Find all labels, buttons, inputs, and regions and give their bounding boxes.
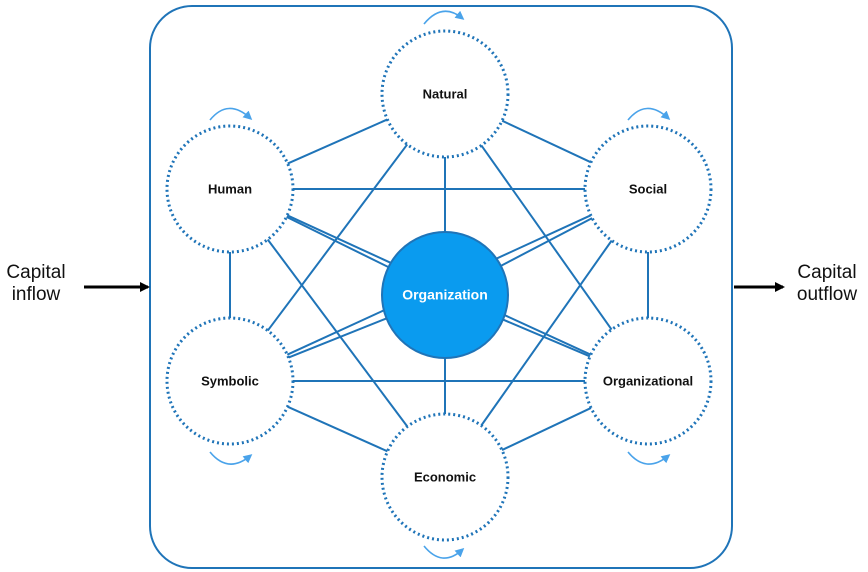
edge-symbolic-center bbox=[288, 317, 387, 359]
cycle-arrow-natural bbox=[423, 10, 465, 25]
node-label-social: Social bbox=[629, 181, 667, 196]
inflow-line2: inflow bbox=[11, 284, 61, 305]
node-label-natural: Natural bbox=[423, 86, 468, 101]
node-symbolic: Symbolic bbox=[165, 316, 295, 446]
cycle-arrow-symbolic bbox=[209, 451, 253, 465]
edge-organizational-economic bbox=[501, 407, 592, 451]
cycle-arrow-human bbox=[209, 107, 253, 121]
node-label-economic: Economic bbox=[414, 469, 476, 484]
inflow-line1: Capital bbox=[6, 262, 66, 283]
node-label-organizational: Organizational bbox=[603, 373, 693, 388]
node-label-symbolic: Symbolic bbox=[201, 373, 259, 388]
node-natural: Natural bbox=[380, 29, 510, 159]
edge-natural-human bbox=[287, 118, 388, 165]
edge-social-center bbox=[500, 217, 593, 267]
outflow-line2: outflow bbox=[796, 284, 858, 305]
center-label: Organization bbox=[402, 287, 488, 303]
cycle-arrow-organizational bbox=[627, 451, 671, 465]
edge-social-economic bbox=[480, 239, 613, 427]
node-organizational: Organizational bbox=[583, 316, 713, 446]
cycle-arrow-economic bbox=[423, 545, 465, 559]
node-human: Human bbox=[165, 124, 295, 254]
node-organization-center: Organization bbox=[381, 231, 509, 359]
outflow-line1: Capital bbox=[797, 262, 857, 283]
edge-symbolic-economic bbox=[287, 405, 388, 453]
edge-organizational-center bbox=[502, 318, 591, 358]
edge-natural-social bbox=[501, 119, 592, 164]
node-label-human: Human bbox=[208, 181, 252, 196]
edge-human-center bbox=[286, 215, 389, 269]
cycle-arrow-social bbox=[627, 107, 671, 121]
capital-outflow-label: Capital outflow bbox=[790, 262, 864, 306]
node-economic: Economic bbox=[380, 412, 510, 542]
node-social: Social bbox=[583, 124, 713, 254]
edge-natural-organizational bbox=[480, 144, 613, 331]
edge-human-economic bbox=[266, 238, 409, 428]
capital-inflow-label: Capital inflow bbox=[2, 262, 70, 306]
capital-connections bbox=[229, 118, 649, 453]
organization-boundary-frame bbox=[149, 5, 733, 569]
